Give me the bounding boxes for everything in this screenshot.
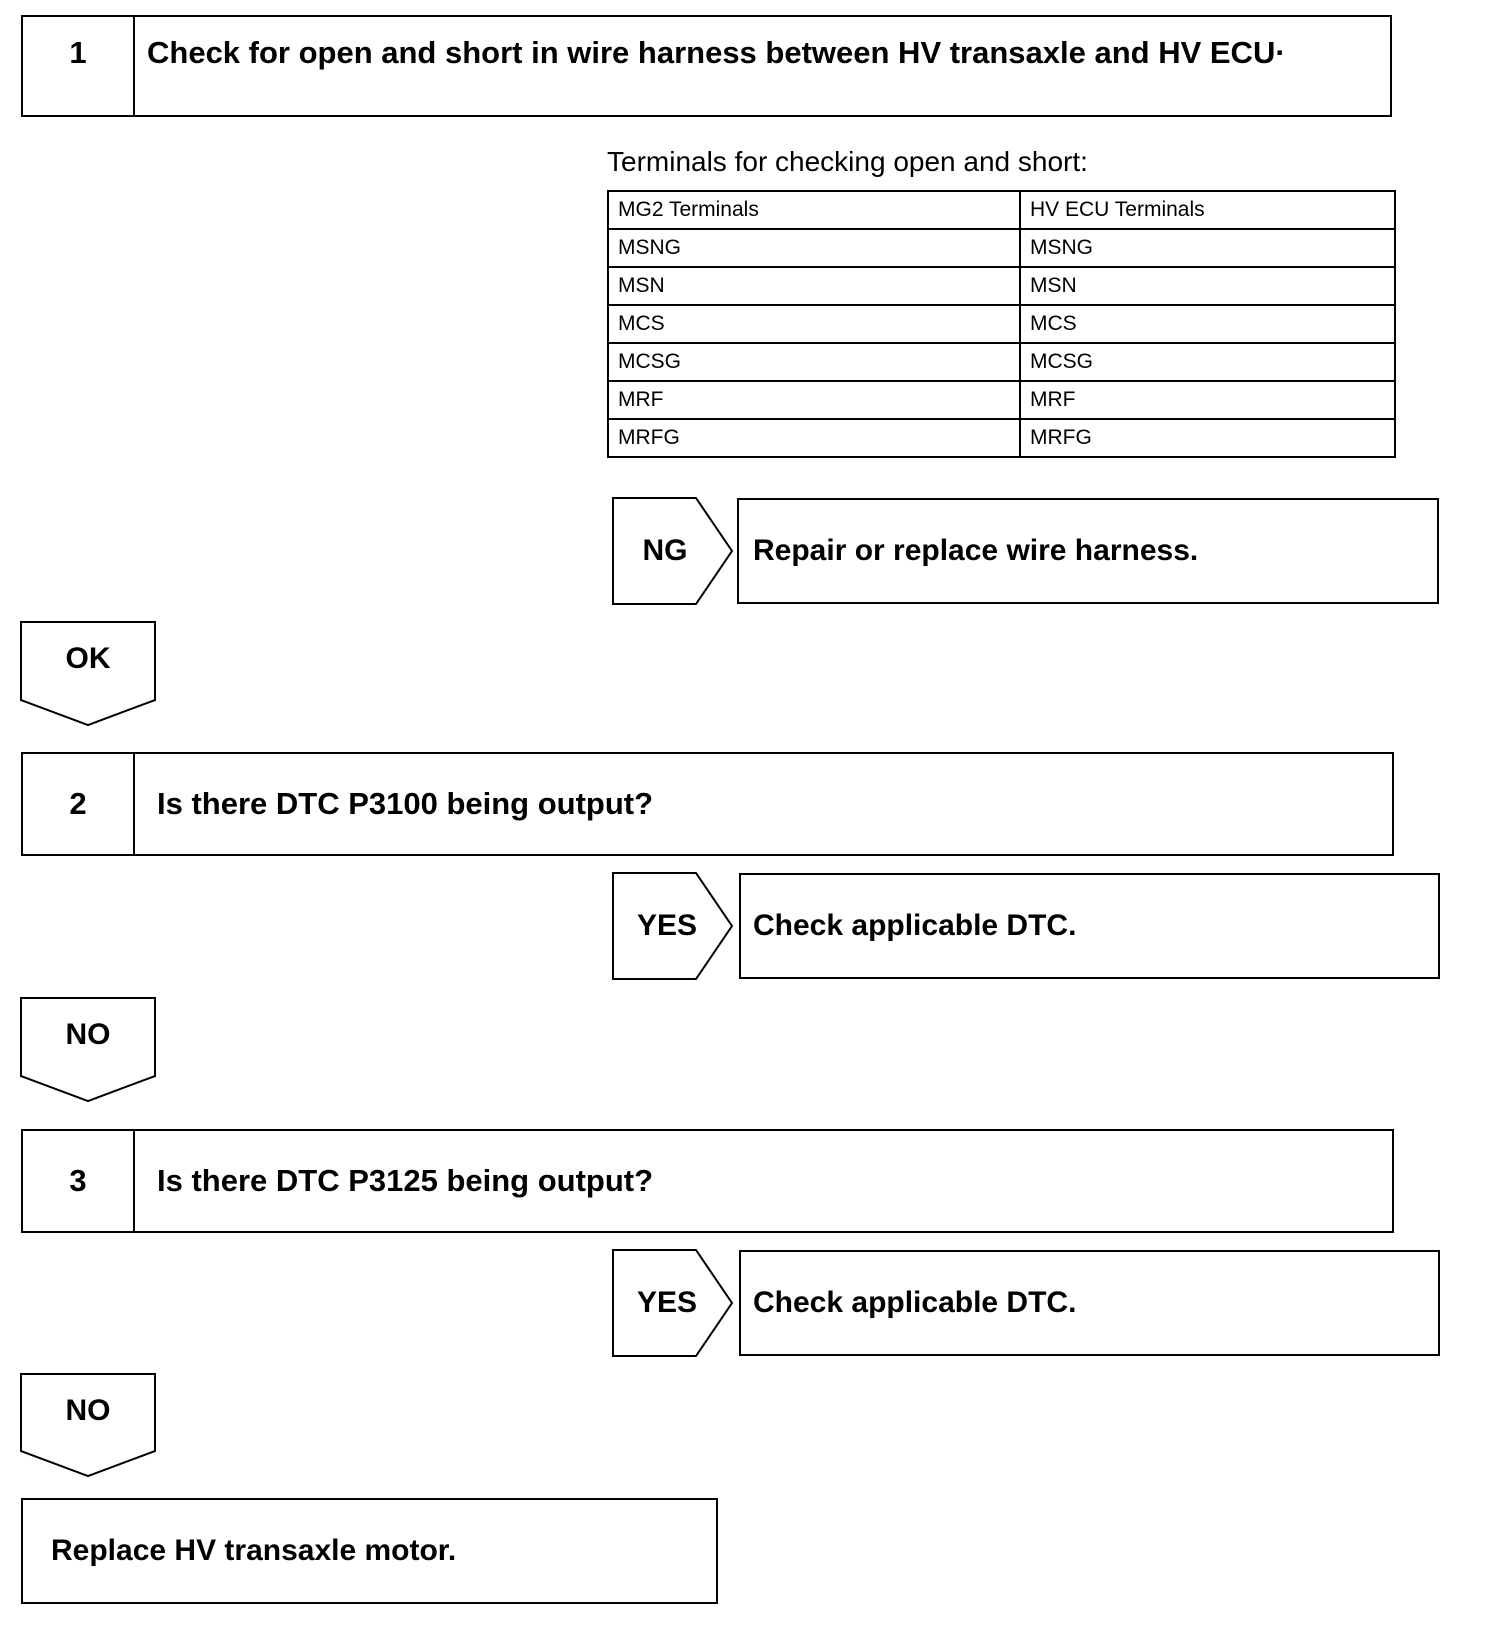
header-mg2-terminals: MG2 Terminals: [607, 190, 1021, 230]
yes-label-1: YES: [636, 909, 698, 942]
table-row: MRFG MRFG: [607, 418, 1396, 458]
result-check-dtc-text-2: Check applicable DTC.: [753, 1286, 1077, 1319]
step-2-number: 2: [23, 754, 135, 854]
step-2-title: Is there DTC P3100 being output?: [157, 786, 654, 821]
step-3-number: 3: [23, 1131, 135, 1231]
table-cell-mg2: MCSG: [607, 342, 1021, 382]
table-cell-ecu: MCS: [1019, 304, 1396, 344]
no-label-2: NO: [65, 1394, 111, 1427]
table-cell-ecu: MCSG: [1019, 342, 1396, 382]
no-arrow-shape-2: [20, 1373, 156, 1478]
table-row: MCS MCS: [607, 304, 1396, 344]
yes-arrow-shape-1: [612, 872, 734, 980]
final-action-text: Replace HV transaxle motor.: [51, 1534, 457, 1567]
step-1-title: Check for open and short in wire harness…: [147, 35, 1286, 70]
header-hv-ecu-terminals: HV ECU Terminals: [1019, 190, 1396, 230]
table-row: MSNG MSNG: [607, 228, 1396, 268]
step-3-title: Is there DTC P3125 being output?: [157, 1163, 654, 1198]
no-label-1: NO: [65, 1018, 111, 1051]
result-box-check-dtc-2: [739, 1250, 1440, 1356]
result-box-check-dtc-1: [739, 873, 1440, 979]
table-cell-mg2: MRFG: [607, 418, 1021, 458]
final-action-box: [21, 1498, 718, 1604]
step-1-box: 1 Check for open and short in wire harne…: [21, 15, 1392, 117]
result-repair-text: Repair or replace wire harness.: [753, 534, 1199, 567]
yes-arrow-shape-2: [612, 1249, 734, 1357]
table-cell-ecu: MSNG: [1019, 228, 1396, 268]
table-cell-mg2: MSN: [607, 266, 1021, 306]
step-1-number: 1: [23, 17, 135, 115]
ng-arrow-shape: [612, 497, 734, 605]
step-3-box: 3 Is there DTC P3125 being output?: [21, 1129, 1394, 1233]
no-arrow-shape-1: [20, 997, 156, 1103]
table-cell-ecu: MSN: [1019, 266, 1396, 306]
step-2-box: 2 Is there DTC P3100 being output?: [21, 752, 1394, 856]
yes-label-2: YES: [636, 1286, 698, 1319]
table-row: MRF MRF: [607, 380, 1396, 420]
ok-label: OK: [65, 642, 111, 675]
table-header-row: MG2 Terminals HV ECU Terminals: [607, 190, 1396, 230]
table-cell-mg2: MCS: [607, 304, 1021, 344]
table-row: MCSG MCSG: [607, 342, 1396, 382]
table-cell-mg2: MRF: [607, 380, 1021, 420]
ok-arrow-shape: [20, 621, 156, 727]
ng-label: NG: [642, 534, 688, 567]
table-row: MSN MSN: [607, 266, 1396, 306]
terminals-table: MG2 Terminals HV ECU Terminals MSNG MSNG…: [607, 190, 1396, 458]
terminals-caption: Terminals for checking open and short:: [607, 146, 1088, 177]
result-box-repair: [737, 498, 1439, 604]
table-cell-ecu: MRF: [1019, 380, 1396, 420]
result-check-dtc-text-1: Check applicable DTC.: [753, 909, 1077, 942]
table-cell-ecu: MRFG: [1019, 418, 1396, 458]
table-cell-mg2: MSNG: [607, 228, 1021, 268]
